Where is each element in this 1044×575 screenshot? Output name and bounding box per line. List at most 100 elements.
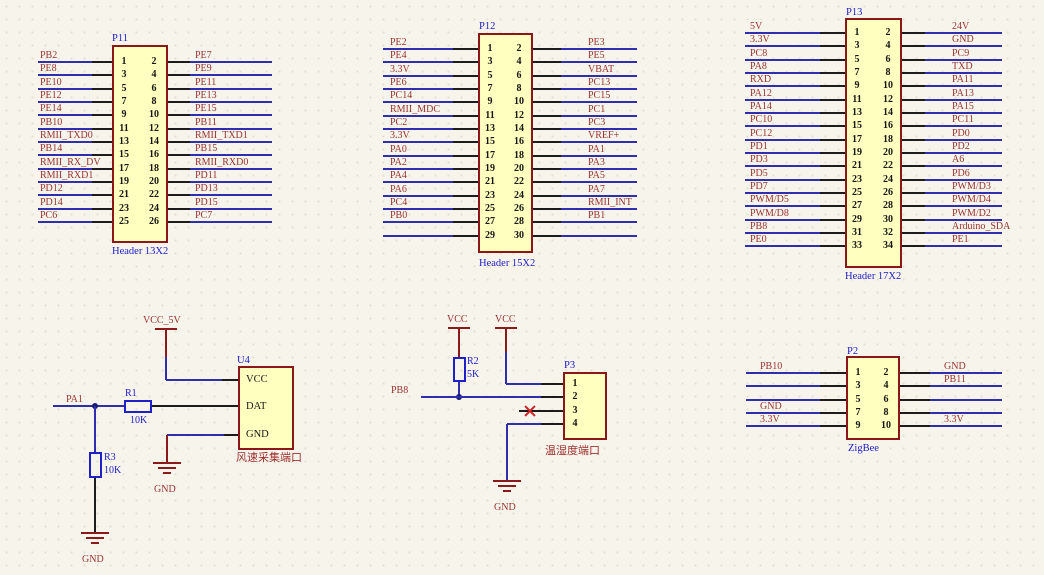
pin-number-P12-1: 1 bbox=[487, 43, 493, 54]
wire-P13-R11-blue bbox=[925, 178, 1002, 181]
pin-number-P11-1: 1 bbox=[121, 56, 127, 67]
net-label-P11-L3: PE12 bbox=[40, 90, 62, 101]
net-label-P13-L1: 3.3V bbox=[750, 34, 770, 46]
pin-number-P11-7: 7 bbox=[121, 96, 127, 107]
net-label-P13-L5: PA12 bbox=[750, 87, 772, 99]
net-label-P13-L14: PWM/D8 bbox=[750, 207, 789, 219]
net-label-P13-R9: PD2 bbox=[952, 141, 970, 152]
ground-symbol-u4-bar3 bbox=[163, 472, 171, 474]
pin-number-P13-4: 4 bbox=[885, 40, 891, 52]
wire-P13-L15-blue bbox=[745, 232, 820, 234]
connector-box-P12[interactable] bbox=[478, 33, 533, 253]
wire-P13-R13-blue bbox=[925, 205, 1002, 208]
net-label-P13-R10: A6 bbox=[952, 154, 965, 166]
connector-box-P11[interactable] bbox=[112, 45, 168, 243]
wire-vcc2-blue bbox=[505, 352, 507, 384]
resistor-R1[interactable] bbox=[124, 400, 152, 413]
wire-P13-L6-blue bbox=[745, 112, 820, 114]
wire-P13-R4-stub bbox=[902, 85, 925, 88]
wire-P2-L2-blue bbox=[746, 398, 820, 401]
pin-number-P12-4: 4 bbox=[516, 56, 522, 68]
connector-caption-P12: Header 15X2 bbox=[479, 258, 536, 269]
pin-number-P12-12: 12 bbox=[514, 109, 524, 121]
pin-number-P13-31: 31 bbox=[852, 227, 862, 238]
wire-P11-R4-blue bbox=[190, 114, 272, 117]
resistor-R2[interactable] bbox=[453, 357, 466, 382]
connector-caption-P2: ZigBee bbox=[848, 443, 879, 454]
net-label-P12-R10: PA5 bbox=[588, 170, 605, 182]
wire-P13-R3-stub bbox=[902, 72, 925, 74]
wire-P11-R5-blue bbox=[190, 127, 272, 130]
wire-P13-R6-blue bbox=[925, 112, 1002, 114]
net-label-P11-L1: PE8 bbox=[40, 63, 57, 75]
wire-P13-R10-stub bbox=[902, 165, 925, 168]
wire-P13-R8-stub bbox=[902, 138, 925, 141]
wire-vcc1-red bbox=[458, 328, 460, 357]
wire-P13-L11-blue bbox=[745, 178, 820, 181]
wire-P13-L4-blue bbox=[745, 85, 820, 88]
wire-P13-R14-stub bbox=[902, 218, 925, 221]
net-label-P13-R14: PWM/D2 bbox=[952, 207, 991, 219]
pin-number-P13-34: 34 bbox=[883, 240, 893, 252]
wire-P11-L10-stub bbox=[92, 194, 112, 197]
net-label-P13-R16: PE1 bbox=[952, 234, 969, 246]
wire-P11-L9-blue bbox=[38, 181, 92, 183]
pin-number-P12-2: 2 bbox=[516, 43, 522, 54]
net-label-P12-R5: PC1 bbox=[588, 103, 606, 115]
wire-P2-L0-stub bbox=[820, 372, 846, 374]
pin-number-p3-3: 3 bbox=[572, 405, 578, 416]
pin-number-P13-22: 22 bbox=[883, 160, 893, 172]
resistor-designator-r3: R3 bbox=[104, 452, 116, 463]
ground-symbol-r3-bar1 bbox=[81, 532, 109, 534]
wire-P12-L10-blue bbox=[383, 181, 453, 184]
resistor-R3[interactable] bbox=[89, 452, 102, 478]
wire-P13-R4-blue bbox=[925, 85, 1002, 88]
pin-number-P13-2: 2 bbox=[885, 27, 891, 38]
net-label-P2-L3: GND bbox=[760, 401, 782, 412]
wire-P12-R13-blue bbox=[561, 221, 637, 224]
net-label-P11-R6: RMII_TXD1 bbox=[195, 130, 248, 141]
wire-P12-R7-stub bbox=[533, 141, 561, 144]
connector-box-p3[interactable] bbox=[563, 372, 607, 440]
net-label-P12-R0: PE3 bbox=[588, 37, 605, 48]
connector-box-P13[interactable] bbox=[845, 18, 902, 268]
wire-P13-L8-stub bbox=[820, 138, 845, 141]
wire-P13-L14-blue bbox=[745, 218, 820, 221]
net-label-P13-L16: PE0 bbox=[750, 234, 767, 246]
net-label-P11-R9: PD11 bbox=[195, 170, 218, 181]
pin-number-P11-4: 4 bbox=[151, 69, 157, 81]
net-label-P12-L6: PC2 bbox=[390, 117, 408, 128]
wire-pb8-stub bbox=[541, 396, 563, 398]
wire-P12-R14-stub bbox=[533, 234, 561, 237]
wire-P11-L10-blue bbox=[38, 194, 92, 197]
wire-P11-R10-blue bbox=[190, 194, 272, 197]
wire-P12-L1-stub bbox=[453, 61, 478, 64]
wire-P11-L8-blue bbox=[38, 167, 92, 170]
wire-P12-R0-blue bbox=[561, 48, 637, 50]
pin-number-p3-1: 1 bbox=[572, 378, 578, 389]
wire-P2-L3-blue bbox=[746, 412, 820, 414]
wire-P12-R4-blue bbox=[561, 101, 637, 104]
connector-designator-P2: P2 bbox=[847, 346, 859, 357]
wire-P13-L16-stub bbox=[820, 245, 845, 248]
pin-number-P11-14: 14 bbox=[149, 136, 159, 147]
wire-P2-R3-blue bbox=[930, 412, 1002, 414]
net-label-P12-R4: PC15 bbox=[588, 90, 611, 102]
net-label-P12-L5: RMII_MDC bbox=[390, 103, 441, 115]
wire-P13-L7-stub bbox=[820, 125, 845, 128]
pin-number-P12-28: 28 bbox=[514, 216, 524, 228]
wire-P12-L7-stub bbox=[453, 141, 478, 144]
wire-P11-L3-stub bbox=[92, 101, 112, 103]
connector-caption-P13: Header 17X2 bbox=[845, 271, 902, 282]
wire-P12-R10-blue bbox=[561, 181, 637, 184]
wire-P12-L8-blue bbox=[383, 154, 453, 157]
pin-number-P12-5: 5 bbox=[487, 69, 493, 81]
connector-box-P2[interactable] bbox=[846, 356, 900, 440]
wire-P12-L9-stub bbox=[453, 168, 478, 170]
ic-box-u4[interactable] bbox=[238, 366, 294, 450]
wire-P13-R14-blue bbox=[925, 218, 1002, 221]
wire-P13-L12-blue bbox=[745, 192, 820, 194]
wire-P2-L0-blue bbox=[746, 372, 820, 374]
pin-number-P13-7: 7 bbox=[854, 67, 860, 78]
wire-P13-R5-blue bbox=[925, 98, 1002, 101]
